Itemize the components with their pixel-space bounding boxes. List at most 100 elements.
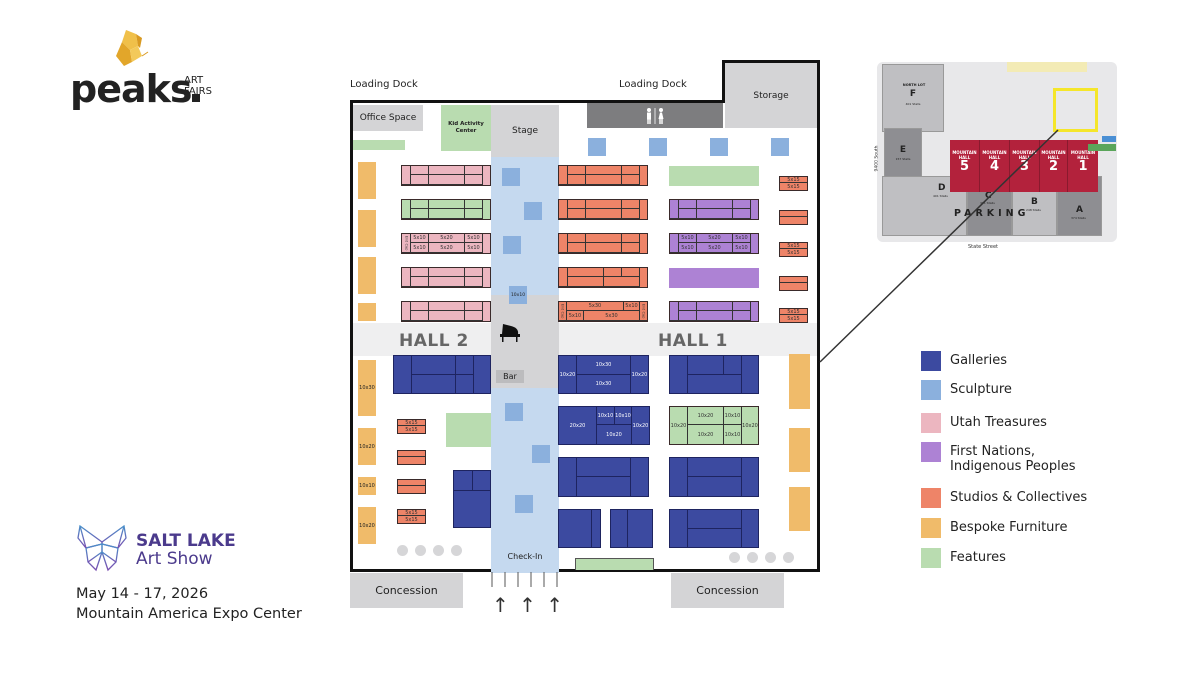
booth-cell: [670, 510, 688, 547]
hall-label: MOUNTAIN HALL: [1041, 150, 1066, 160]
lot-b-letter: B: [1031, 197, 1038, 207]
studios-pair-5x15: 5x15 5x15: [779, 176, 808, 191]
furniture-booth-10x20: 10x20: [358, 428, 376, 465]
first-nations-block-labeled: 5x10 5x10 5x20 5x20 5x10 5x10: [669, 233, 759, 254]
restroom-icon: [647, 107, 664, 124]
booth-cell: 10x20: [632, 407, 649, 444]
table-circle: [729, 552, 740, 563]
booth-cell: [622, 175, 640, 185]
booth-cell: [411, 311, 429, 321]
bar-label: Bar: [503, 372, 517, 381]
booth-cell: [429, 311, 465, 321]
building-outline: [350, 102, 820, 572]
booth-size-label: 10x20: [697, 431, 714, 438]
booth-cell: [456, 375, 474, 393]
booth-cell: [622, 234, 640, 243]
legend-label: Features: [950, 550, 1006, 565]
booth-cell: [670, 302, 679, 321]
booth-size-label: 10x30: [595, 381, 612, 387]
studios-pair: [397, 479, 426, 494]
booth-size-label: 5x15: [787, 176, 800, 183]
booth-cell: 10x20: [688, 407, 724, 425]
booth-cell: 10x30: [577, 356, 631, 375]
booth-cell: [559, 234, 568, 253]
booth-cell: 5x15: [398, 420, 425, 426]
booth-cell: [568, 277, 604, 287]
lot-a-letter: A: [1076, 205, 1083, 215]
features-block: [401, 199, 491, 220]
table-circle: [397, 545, 408, 556]
booth-cell: [568, 243, 586, 253]
show-subtitle: Art Show: [136, 549, 213, 569]
booth-cell: [780, 211, 807, 217]
hall2-band: [353, 323, 491, 356]
booth-cell: 5x10: [465, 243, 483, 253]
booth-cell: [733, 302, 751, 311]
booth-cell: 10x10: [724, 407, 742, 425]
booth-cell: [679, 200, 697, 209]
booth-cell: [411, 209, 429, 219]
legend-label: Galleries: [950, 353, 1007, 368]
peaks-sub-art: ART: [184, 75, 204, 86]
sculpture-booth: [771, 138, 789, 156]
booth-size-label: 10x20: [670, 422, 687, 429]
features-strip-bottom: [575, 558, 654, 570]
concession-left-label: Concession: [375, 584, 438, 597]
booth-size-label: 10x20: [742, 422, 758, 429]
booth-cell: [402, 268, 411, 287]
booth-cell: [688, 375, 742, 393]
sculpture-booth: [710, 138, 728, 156]
storage-label: Storage: [753, 90, 789, 101]
legend-swatch-sculpture: [921, 380, 941, 400]
booth-cell: [577, 458, 631, 477]
wall-top-left: [350, 100, 725, 103]
booth-cell: 10x20: [631, 356, 648, 393]
utah-treasures-block: [401, 267, 491, 288]
office-space-label: Office Space: [359, 113, 417, 123]
booth-cell: [688, 529, 742, 547]
legend-item-galleries: Galleries: [921, 351, 1007, 371]
booth-cell: 10x20: [597, 425, 632, 444]
lot-f-stalls: 401 Stalls: [905, 102, 921, 106]
booth-cell: [412, 375, 456, 393]
booth-cell: 5x15: [398, 426, 425, 433]
booth-cell: [733, 200, 751, 209]
wall-right-upper: [817, 60, 820, 105]
booth-cell: 5x10: [733, 243, 751, 253]
booth-cell: [586, 166, 622, 175]
studios-block: [558, 165, 648, 186]
booth-cell: End Cap: [559, 302, 567, 321]
booth-cell: [465, 200, 483, 209]
legend-label: Bespoke Furniture: [950, 520, 1068, 535]
sculpture-booth: [503, 236, 521, 254]
booth-cell: [411, 200, 429, 209]
booth-cell: 5x20: [429, 243, 465, 253]
booth-cell: [604, 268, 622, 277]
table-circle: [451, 545, 462, 556]
booth-cell: [697, 311, 733, 321]
galleries-block: [453, 470, 491, 528]
furniture-booth: [358, 257, 376, 294]
booth-cell: [402, 166, 411, 185]
booth-cell: 5x15: [780, 315, 807, 322]
lot-c-letter: C: [985, 191, 992, 201]
booth-cell: [670, 234, 679, 253]
booth-size-label: 5x30: [605, 312, 618, 319]
booth-cell: 10x20: [742, 407, 758, 444]
booth-cell: 5x15: [780, 243, 807, 249]
booth-cell: 10x30: [577, 375, 631, 393]
booth-cell: [559, 200, 568, 219]
booth-size-label: 5x10: [681, 235, 694, 241]
galleries-block-labeled: 10x20 10x30 10x30 10x20: [558, 355, 649, 394]
hall2-label: HALL 2: [399, 331, 469, 351]
booth-cell: 5x20: [697, 243, 733, 253]
booth-cell: [465, 175, 483, 185]
booth-cell: [411, 166, 429, 175]
furniture-booth-10x10: 10x10: [358, 477, 376, 495]
connector-line: [819, 129, 1059, 363]
studios-block: [558, 267, 648, 288]
